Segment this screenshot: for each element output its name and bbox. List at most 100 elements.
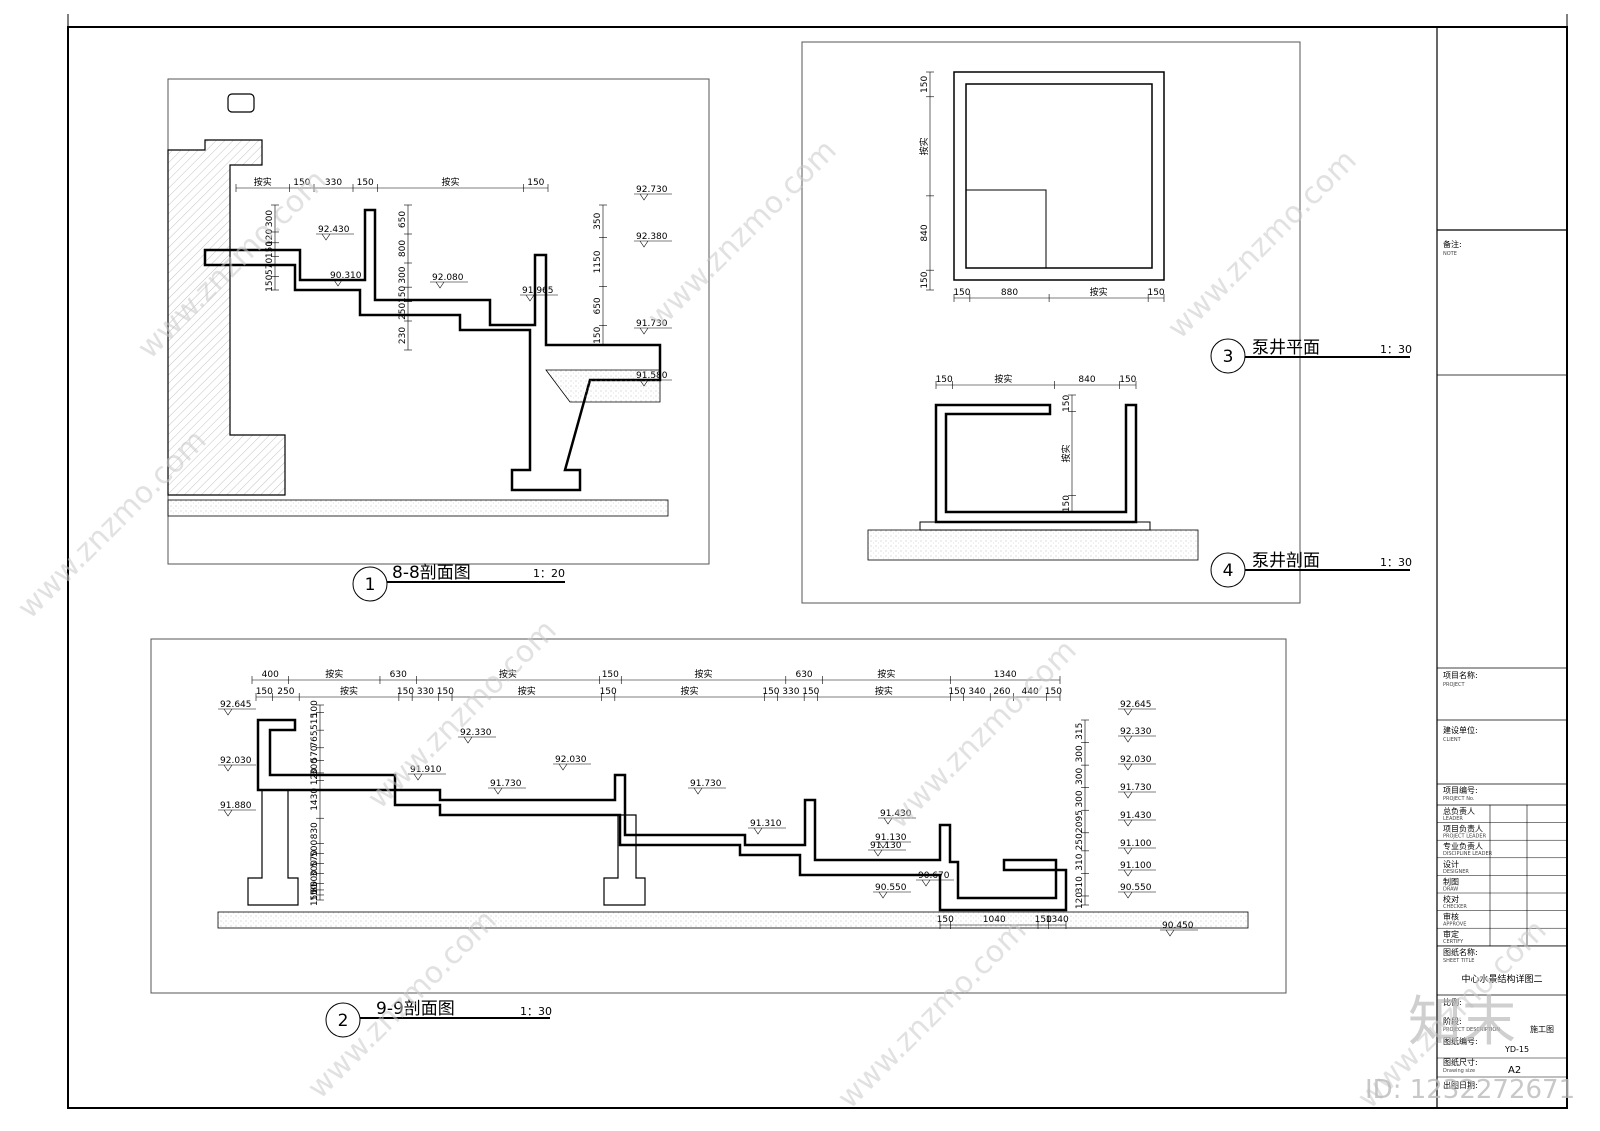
- d2-levels-value: 91.430: [1120, 811, 1152, 821]
- tb-role-cn: 校对: [1443, 894, 1459, 904]
- d3-dims-left-label: 按实: [918, 137, 930, 155]
- tb-role-en: APPROVE: [1443, 922, 1466, 928]
- d2-dims-top2-label: 按实: [340, 685, 358, 697]
- tb-note: 备注:: [1443, 239, 1462, 249]
- tb-role-en: DESIGNER: [1443, 869, 1469, 875]
- d2-title: 9-9剖面图: [376, 999, 455, 1019]
- tb-project-en: PROJECT: [1443, 682, 1466, 688]
- d2-levels: 92.64592.03091.88092.33091.91092.03091.7…: [218, 700, 1198, 937]
- d2-dims-top2-label: 按实: [518, 685, 536, 697]
- d2-levels-value: 92.645: [220, 700, 252, 710]
- d2-dims-top2-label: 150: [437, 687, 454, 697]
- tb-stage-label: 阶段:: [1443, 1016, 1462, 1026]
- d2-dims-right-label: 300: [1075, 768, 1085, 785]
- d1-levels-value: 91.580: [636, 371, 668, 381]
- tb-role-cn: 制图: [1443, 876, 1459, 886]
- d2-dims-bottom-label: 1040: [983, 915, 1006, 925]
- d2-levels-value: 91.730: [1120, 783, 1152, 793]
- d2-levels-value: 91.730: [490, 779, 522, 789]
- d2-dims-left: 1005157655703001201430830500570300500801…: [310, 700, 324, 906]
- d2-levels-value: 91.100: [1120, 861, 1152, 871]
- sheet-ticks: [67, 14, 1568, 27]
- d2-dims-left-label: 570: [310, 745, 320, 762]
- d1-dims-top-label: 按实: [254, 176, 272, 188]
- section-9-9-frame: [150, 638, 1287, 994]
- d2-dims-left-label: 765: [310, 730, 320, 747]
- d2-dims-left-label: 80: [310, 881, 320, 893]
- d4-num: 4: [1223, 561, 1234, 581]
- watermark-id: ID: 1232272671: [1365, 1075, 1575, 1105]
- d1-levels-value: 92.080: [432, 273, 464, 283]
- d1-levels-value: 92.730: [636, 185, 668, 195]
- d2-dims-left-label: 570: [310, 850, 320, 867]
- d2-levels-value: 90.550: [1120, 883, 1152, 893]
- tb-role-en: PROJECT LEADER: [1443, 834, 1487, 840]
- tb-size: A2: [1508, 1065, 1521, 1076]
- d2-dims-left-label: 300: [310, 860, 320, 877]
- d1-levels-value: 91.730: [636, 319, 668, 329]
- tb-role-en: LEADER: [1443, 816, 1463, 822]
- tb-role-en: DRAW: [1443, 886, 1458, 892]
- sheet-border-outer: [67, 26, 1568, 1109]
- watermark-brand: 知末: [1408, 990, 1516, 1053]
- d2-dims-right-label: 300: [1075, 745, 1085, 762]
- d2-levels-value: 91.430: [880, 809, 912, 819]
- d2-dims-left-label: 300: [310, 758, 320, 775]
- d1-dims-mid-label: 300: [398, 266, 408, 283]
- section-9-9-step-structure: [256, 718, 1068, 912]
- d3-dims-left-label: 150: [920, 271, 930, 288]
- d3-scale: 1：30: [1380, 343, 1412, 356]
- d1-dims-top-label: 150: [293, 178, 310, 188]
- d1-dims-left-label: 150: [265, 274, 275, 291]
- d2-dims-left-label: 100: [310, 700, 320, 717]
- d2-levels-value: 92.030: [1120, 755, 1152, 765]
- d2-dims-right-label: 300: [1075, 790, 1085, 807]
- watermark-1: www.znzmo.com: [131, 163, 334, 366]
- d2-dims-top2-label: 260: [993, 687, 1010, 697]
- d1-dims-top-label: 150: [357, 178, 374, 188]
- d1-num: 1: [365, 575, 376, 595]
- d2-levels-value: 90.450: [1162, 921, 1194, 931]
- d2-levels-value: 91.130: [870, 841, 902, 851]
- d2-dims-top2-label: 330: [782, 687, 799, 697]
- title-block-role-lines: [1437, 822, 1567, 947]
- d2-dims-top1-label: 400: [262, 670, 279, 680]
- d2-dims-top2-label: 150: [397, 687, 414, 697]
- tb-role-cn: 项目负责人: [1443, 824, 1483, 834]
- tb-role-en: CHECKER: [1443, 904, 1467, 910]
- tb-stage: 施工图: [1530, 1024, 1554, 1034]
- tb-sheet-title-label: 图纸名称:: [1443, 947, 1478, 957]
- d2-dims-right-label: 250: [1075, 833, 1085, 850]
- d1-dims-left-label: 120: [265, 229, 275, 246]
- d2-dims-top1-label: 630: [390, 670, 407, 680]
- section-9-9: [150, 638, 1287, 994]
- d1-dims-mid-label: 800: [398, 240, 408, 257]
- d2-dims-bottom-label: 1340: [1046, 915, 1069, 925]
- d1-dims-left-label: 570: [265, 258, 275, 275]
- d2-dims-top1-label: 630: [795, 670, 812, 680]
- watermark-5: www.znzmo.com: [881, 633, 1084, 836]
- tb-client-en: CLIENT: [1443, 737, 1462, 743]
- d2-dims-top2-label: 按实: [681, 685, 699, 697]
- tb-project-no: 项目编号:: [1443, 785, 1478, 795]
- d2-levels-value: 91.100: [1120, 839, 1152, 849]
- d3-dims-left-label: 840: [920, 224, 930, 241]
- d3-dims-bottom-label: 150: [953, 288, 970, 298]
- tb-project-no-en: PROJECT No.: [1443, 796, 1475, 802]
- d3-dims-bottom-label: 150: [1147, 288, 1164, 298]
- d2-dims-top1-label: 按实: [695, 668, 713, 680]
- d2-dims-top2-label: 440: [1022, 687, 1039, 697]
- tb-role-cn: 审核: [1443, 912, 1459, 922]
- section-8-8: [167, 78, 710, 565]
- tb-size-label: 图纸尺寸:: [1443, 1057, 1478, 1067]
- d3-num: 3: [1223, 347, 1234, 367]
- d4-scale: 1：30: [1380, 556, 1412, 569]
- d2-dims-top2-label: 按实: [875, 685, 893, 697]
- d4-dims-top-label: 150: [1119, 375, 1136, 385]
